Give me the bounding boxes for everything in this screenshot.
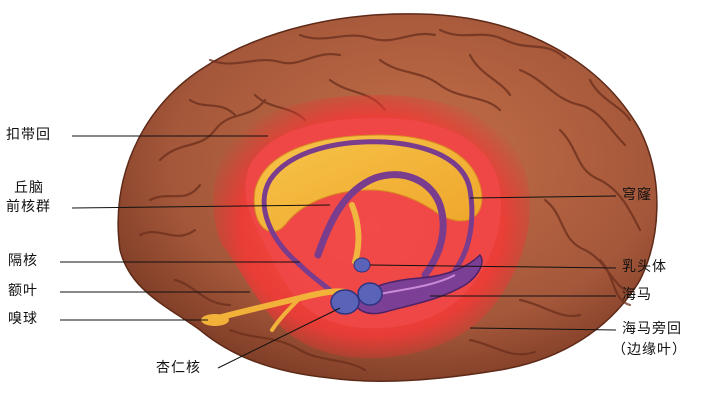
leader-parahippocampal (469, 327, 617, 331)
leader-fornix (469, 195, 617, 199)
leader-mammillary (369, 264, 617, 269)
label-mammillary-body: 乳头体 (622, 259, 667, 275)
mammillary-body-shape (353, 257, 371, 273)
leader-amygdala (217, 307, 341, 369)
leader-thalamus (71, 204, 331, 209)
label-thalamus-line2: 前核群 (6, 199, 51, 215)
leader-lines (60, 135, 617, 369)
label-parahippocampal-line1: 海马旁回 (622, 321, 682, 337)
label-olfactory-bulb: 嗅球 (8, 311, 38, 327)
amygdala-shape (330, 282, 383, 315)
label-septal-nuclei: 隔核 (8, 253, 38, 269)
label-thalamus-line1: 丘脑 (14, 180, 44, 196)
cortex-gyri (138, 28, 642, 372)
label-cingulate-gyrus: 扣带回 (6, 127, 51, 143)
hippocampus-shape (354, 253, 483, 315)
fornix-arc (261, 139, 475, 293)
label-amygdala: 杏仁核 (156, 360, 201, 376)
label-hippocampus: 海马 (622, 287, 652, 303)
label-fornix: 穹窿 (622, 187, 652, 203)
olfactory-tract (201, 202, 362, 332)
label-parahippocampal-line2: （边缘叶） (612, 342, 687, 358)
label-frontal-lobe: 额叶 (8, 283, 38, 299)
